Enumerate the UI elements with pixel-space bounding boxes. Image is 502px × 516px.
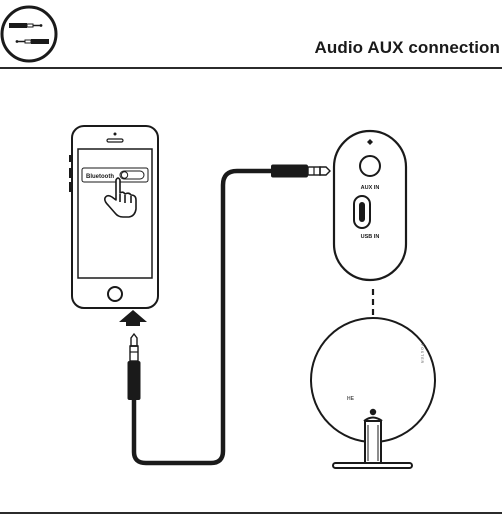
aux-plug-bottom: [128, 334, 141, 400]
aux-in-port[interactable]: [360, 156, 380, 176]
aux-plug-top: [271, 165, 330, 178]
usb-in-label: USB IN: [361, 234, 380, 240]
speaker-brand-mark: HE: [347, 396, 355, 402]
speaker: HE F O S T E R: [311, 318, 435, 468]
smartphone: [70, 126, 158, 308]
aux-in-label: AUX IN: [361, 185, 380, 191]
speaker-side-text: F O S T E R: [420, 344, 424, 364]
bottom-divider: [0, 512, 502, 514]
bluetooth-label: Bluetooth: [86, 174, 114, 180]
speaker-input-panel: AUX IN USB IN: [334, 131, 406, 280]
bluetooth-setting-row: Bluetooth: [82, 168, 148, 182]
up-arrow-icon: [119, 310, 147, 326]
